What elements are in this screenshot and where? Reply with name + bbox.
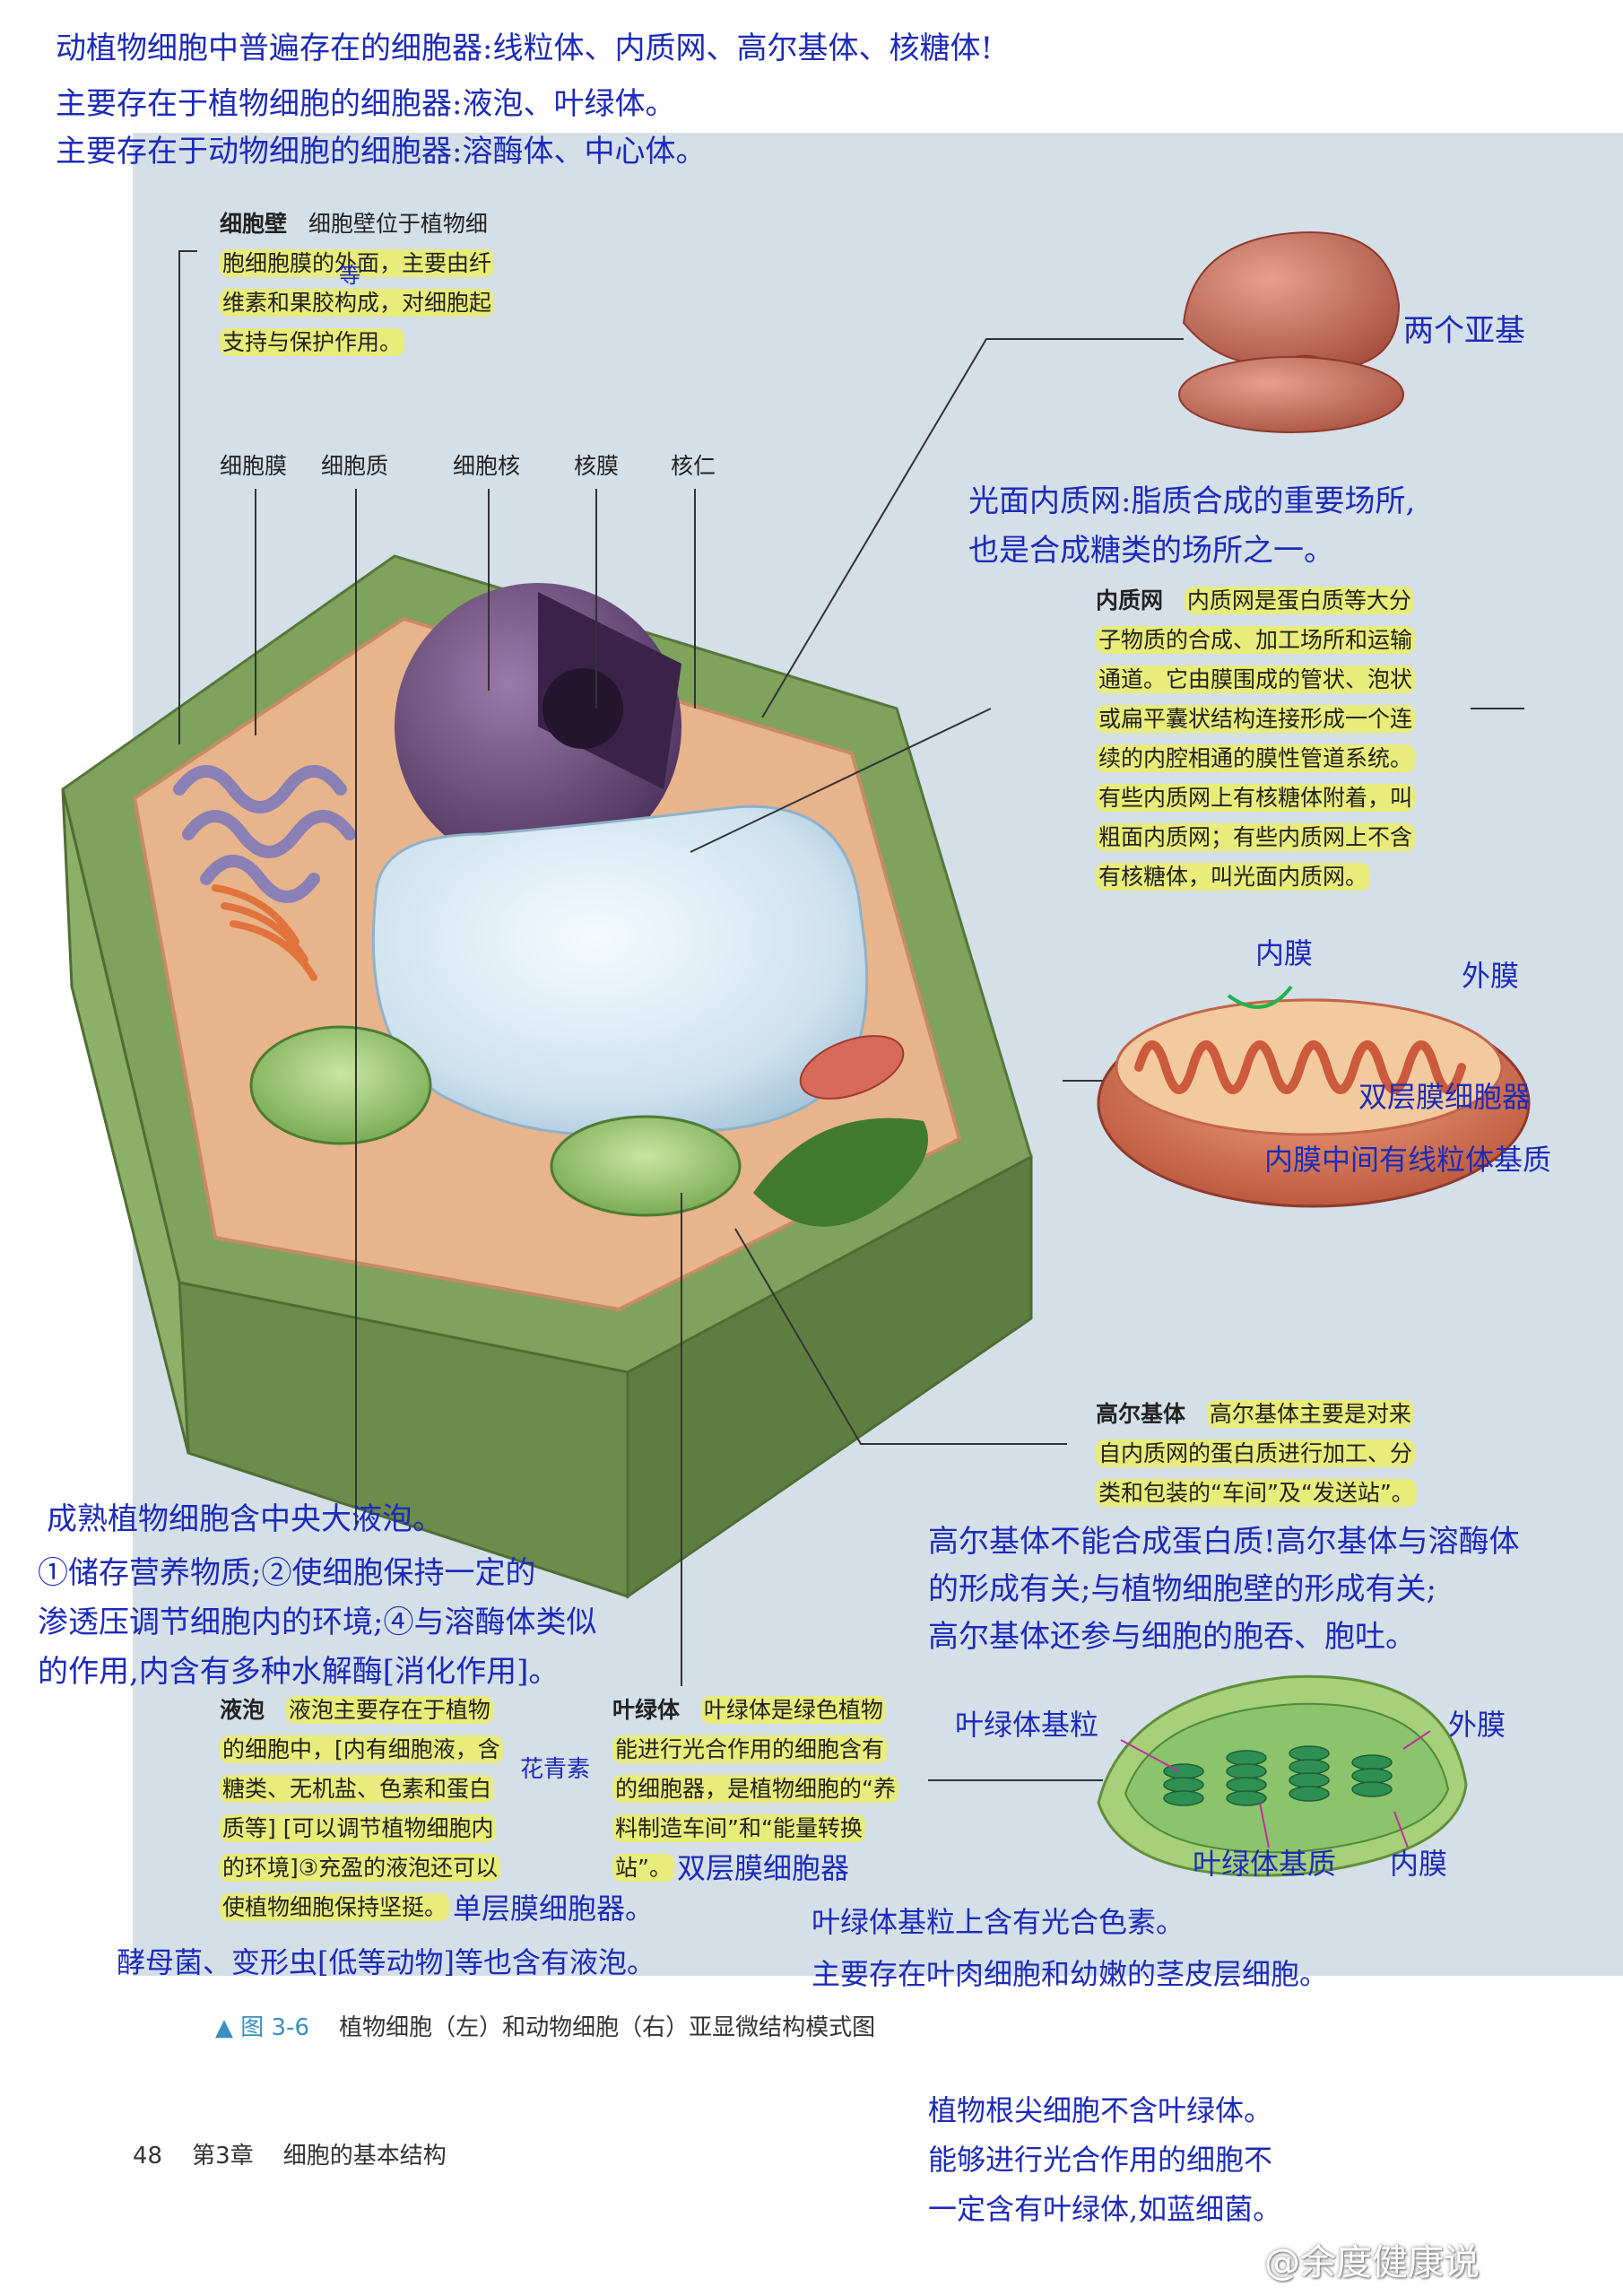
- note-stroma: 叶绿体基质: [1193, 1847, 1337, 1881]
- note-vacuole-line3: 渗透压调节细胞内的环境;④与溶酶体类似: [38, 1605, 597, 1640]
- page-footer: 48 第3章 细胞的基本结构: [133, 2137, 447, 2170]
- note-vacuole-single-membrane: 单层膜细胞器。: [453, 1892, 655, 1926]
- vacuole-title: 液泡: [220, 1697, 265, 1723]
- note-chloro-pigments: 叶绿体基粒上含有光合色素。: [812, 1905, 1185, 1939]
- note-golgi-line2: 的形成有关;与植物细胞壁的形成有关;: [928, 1571, 1436, 1607]
- note-animal-organelles: 主要存在于动物细胞的细胞器:溶酶体、中心体。: [56, 134, 707, 170]
- cell-wall-title: 细胞壁: [220, 211, 288, 237]
- ribosome-diagram: [1178, 231, 1404, 433]
- note-mito-double: 双层膜细胞器: [1358, 1080, 1532, 1114]
- page-number: 48: [133, 2143, 163, 2170]
- note-ser-line1: 光面内质网:脂质合成的重要场所,: [968, 483, 1416, 519]
- note-vacuole-line4: 的作用,内含有多种水解酶[消化作用]。: [38, 1654, 560, 1690]
- note-chloro-location: 主要存在叶肉细胞和幼嫩的茎皮层细胞。: [812, 1957, 1329, 1991]
- label-nuclear-envelope: 核膜: [574, 453, 620, 479]
- caption-marker: ▲: [215, 2014, 233, 2041]
- plant-cell: [61, 554, 1033, 1599]
- chapter-number: 第3章: [192, 2143, 254, 2170]
- note-common-organelles: 动植物细胞中普遍存在的细胞器:线粒体、内质网、高尔基体、核糖体!: [56, 30, 994, 66]
- label-nucleolus: 核仁: [671, 453, 716, 479]
- note-root-tip: 植物根尖细胞不含叶绿体。: [928, 2093, 1273, 2127]
- chloroplast-block: 叶绿体 叶绿体是绿色植物 能进行光合作用的细胞含有 的细胞器，是植物细胞的“养 …: [612, 1691, 935, 1888]
- mitochondrion-diagram: [1097, 985, 1531, 1208]
- label-nucleus: 细胞核: [453, 453, 521, 479]
- note-anthocyanin: 花青素: [520, 1756, 591, 1783]
- golgi-block: 高尔基体 高尔基体主要是对来 自内质网的蛋白质进行加工、分 类和包装的“车间”及…: [1096, 1395, 1526, 1513]
- note-chloro-inner: 内膜: [1390, 1847, 1448, 1881]
- note-ribosome-subunits: 两个亚基: [1403, 313, 1525, 349]
- watermark: @余度健康说: [1264, 2242, 1480, 2283]
- caption-label: 图 3-6: [240, 2014, 309, 2041]
- note-plant-organelles: 主要存在于植物细胞的细胞器:液泡、叶绿体。: [56, 86, 676, 122]
- note-vacuole-line1: 成熟植物细胞含中央大液泡。: [47, 1501, 443, 1537]
- vacuole-shape: [371, 804, 869, 1136]
- note-mito-matrix: 内膜中间有线粒体基质: [1264, 1143, 1552, 1177]
- note-ser-line2: 也是合成糖类的场所之一。: [968, 533, 1334, 569]
- label-cytoplasm: 细胞质: [321, 453, 389, 479]
- caption-text: 植物细胞（左）和动物细胞（右）亚显微结构模式图: [339, 2014, 876, 2041]
- chloroplast-diagram: [1097, 1674, 1468, 1877]
- note-vacuole-line2: ①储存营养物质;②使细胞保持一定的: [38, 1555, 536, 1591]
- vacuole-block: 液泡 液泡主要存在于植物 的细胞中，[内有细胞液，含 糖类、无机盐、色素和蛋白 …: [220, 1691, 542, 1927]
- note-mito-inner: 内膜: [1255, 936, 1314, 970]
- er-title: 内质网: [1096, 587, 1164, 613]
- note-golgi-line1: 高尔基体不能合成蛋白质!高尔基体与溶酶体: [928, 1524, 1520, 1560]
- note-chloro-outer: 外膜: [1448, 1708, 1506, 1742]
- golgi-title: 高尔基体: [1096, 1401, 1186, 1427]
- cell-wall-block: 细胞壁 细胞壁位于植物细 胞细胞膜的外面，主要由纤 维素和果胶构成，对细胞起 支…: [220, 204, 560, 362]
- figure-caption: ▲ 图 3-6 植物细胞（左）和动物细胞（右）亚显微结构模式图: [215, 2009, 875, 2042]
- note-golgi-line3: 高尔基体还参与细胞的胞吞、胞吐。: [928, 1619, 1416, 1655]
- chloroplast-title: 叶绿体: [612, 1697, 681, 1723]
- note-chloroplast-double: 双层膜细胞器: [677, 1851, 850, 1885]
- note-photosynthesis-line1: 能够进行光合作用的细胞不: [928, 2143, 1273, 2177]
- label-cell-membrane: 细胞膜: [220, 453, 288, 479]
- pointer-lines: [178, 250, 1524, 1781]
- chapter-title: 细胞的基本结构: [282, 2143, 447, 2170]
- note-grana: 叶绿体基粒: [955, 1708, 1099, 1742]
- note-vacuole-bottom: 酵母菌、变形虫[低等动物]等也含有液泡。: [117, 1945, 655, 1979]
- note-mito-outer: 外膜: [1462, 959, 1520, 993]
- cell-wall-insert-mark: 等: [339, 263, 360, 288]
- er-block: 内质网 内质网是蛋白质等大分 子物质的合成、加工场所和运输 通道。它由膜围成的管…: [1096, 581, 1526, 897]
- note-photosynthesis-line2: 一定含有叶绿体,如蓝细菌。: [928, 2192, 1282, 2226]
